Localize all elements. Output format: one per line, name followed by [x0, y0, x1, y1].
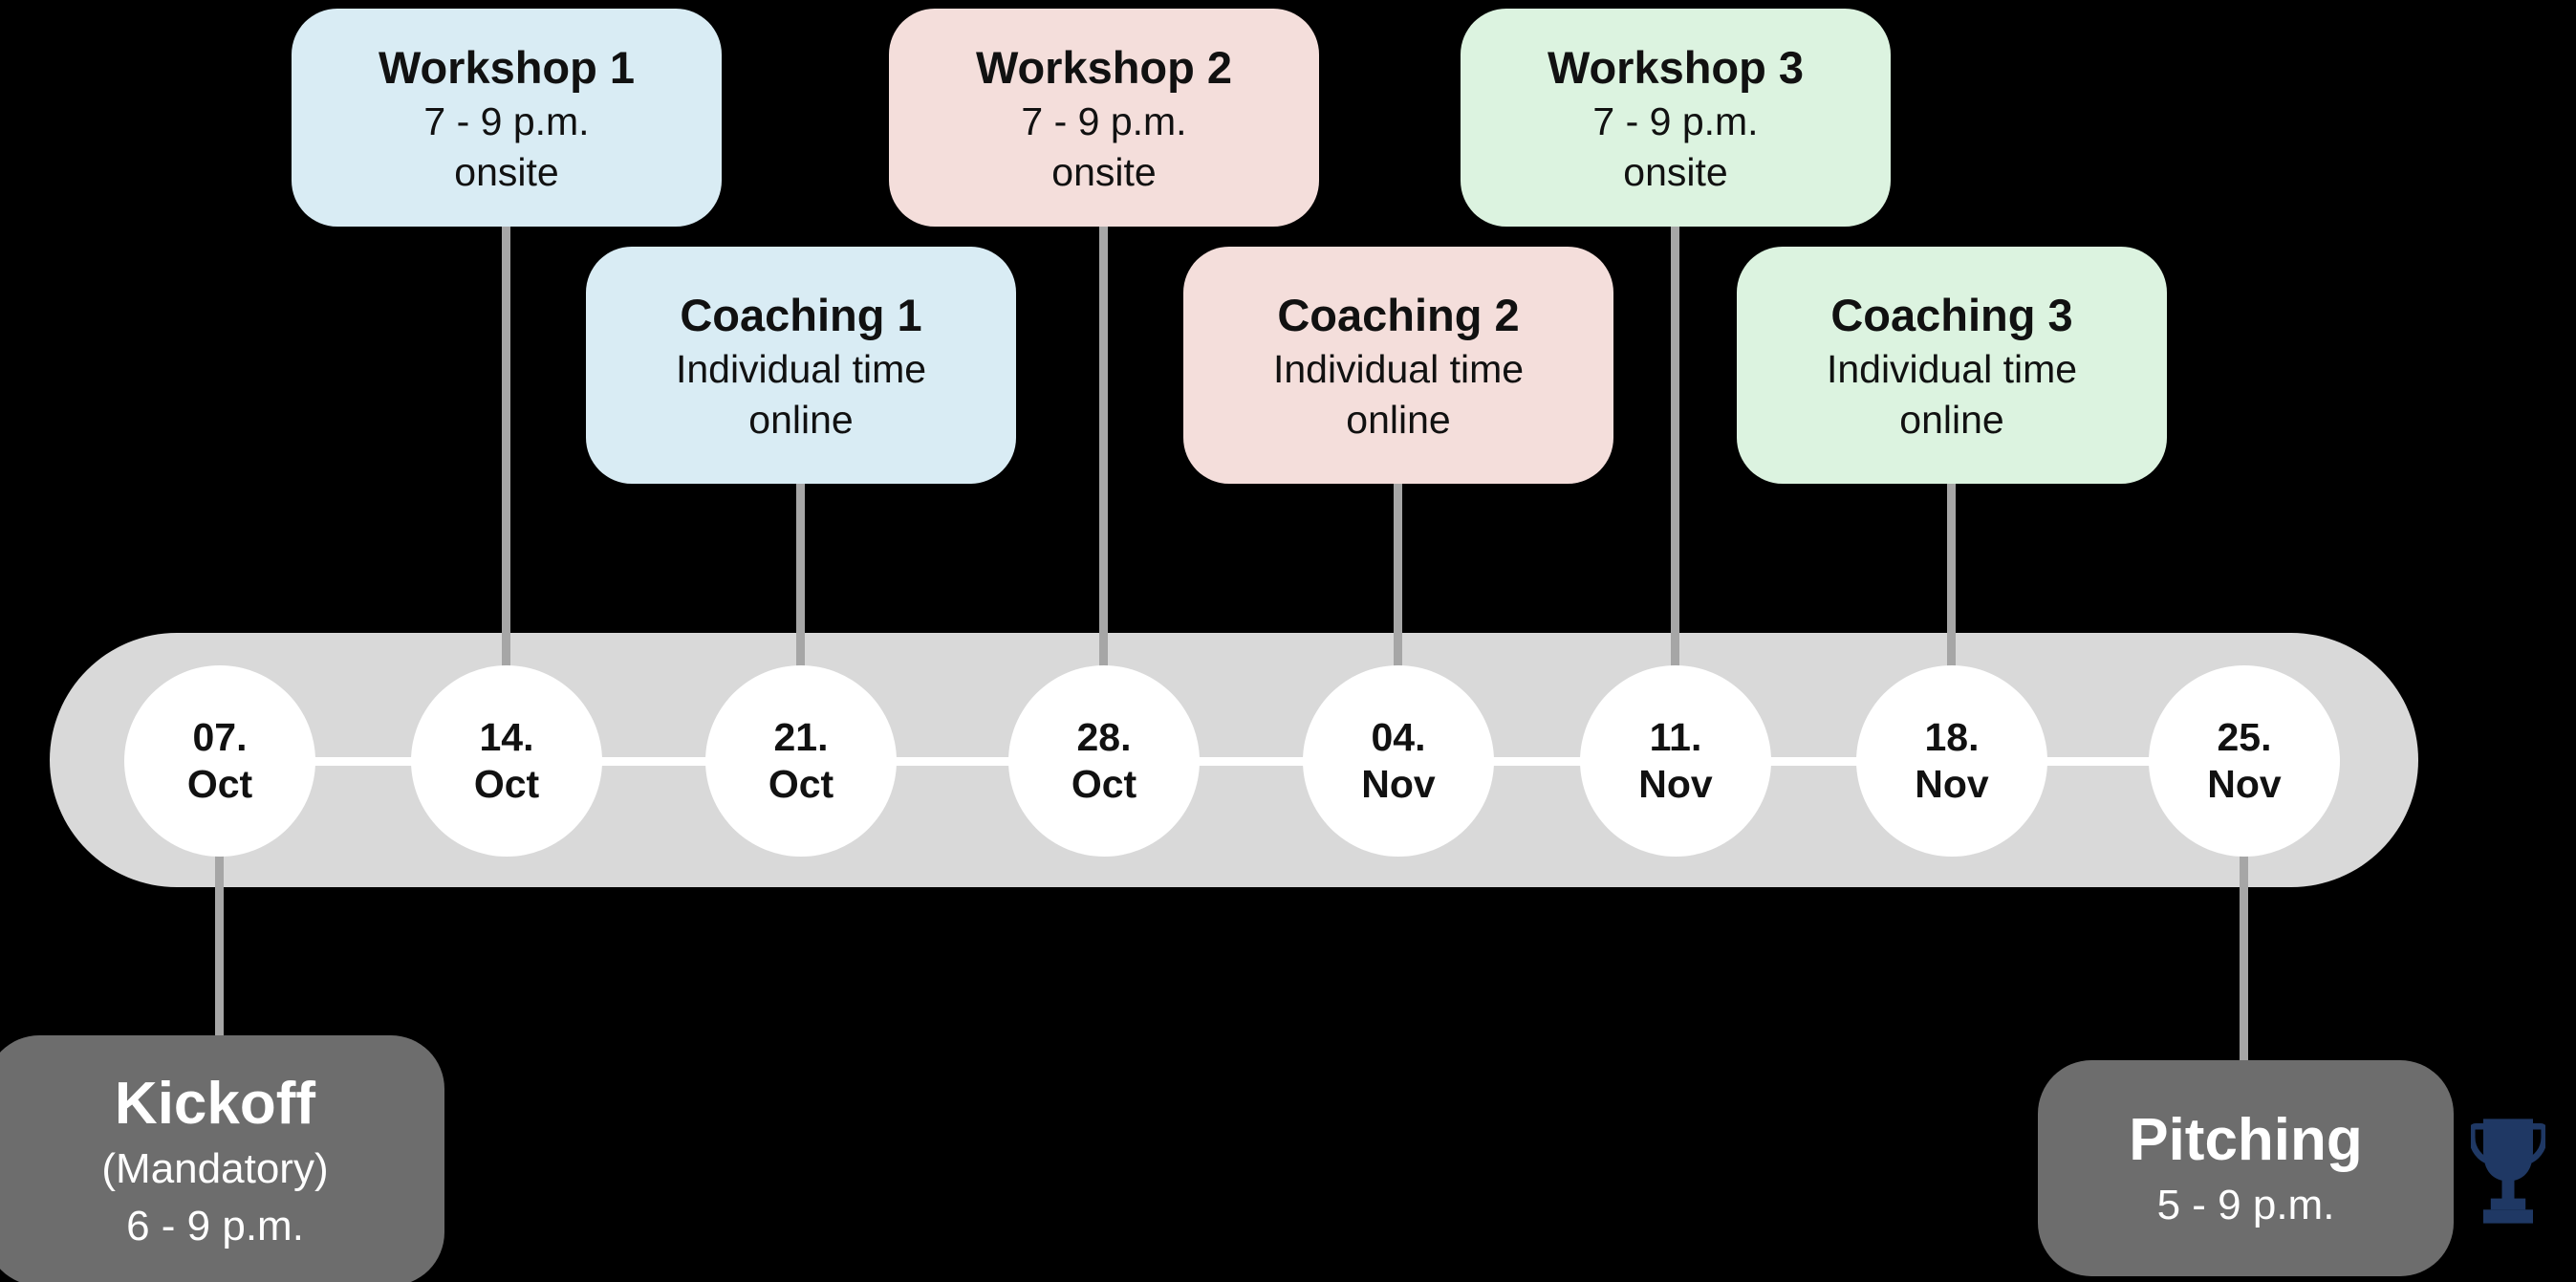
node-day: 04. [1371, 714, 1426, 759]
node-month: Nov [1638, 762, 1713, 806]
trophy-icon [2471, 1109, 2545, 1233]
timeline-inner-line [220, 757, 2244, 766]
node-month: Nov [2207, 762, 2282, 806]
coaching-1-title: Coaching 1 [680, 289, 922, 340]
node-day: 21. [773, 714, 829, 759]
connector-coaching-1 [796, 478, 805, 669]
pitching-box: Pitching 5 - 9 p.m. [2038, 1060, 2454, 1276]
node-day: 14. [479, 714, 534, 759]
connector-coaching-2 [1394, 478, 1402, 669]
timeline-node-07-oct: 07. Oct [124, 665, 315, 857]
workshop-1-box: Workshop 1 7 - 9 p.m. onsite [292, 9, 722, 227]
workshop-3-title: Workshop 3 [1547, 41, 1805, 93]
timeline-node-14-oct: 14. Oct [411, 665, 602, 857]
kickoff-note: (Mandatory) [101, 1145, 329, 1193]
coaching-3-detail: Individual time [1826, 347, 2078, 392]
pitching-time: 5 - 9 p.m. [2156, 1182, 2335, 1229]
coaching-2-title: Coaching 2 [1277, 289, 1520, 340]
coaching-3-box: Coaching 3 Individual time online [1737, 247, 2167, 484]
node-day: 28. [1076, 714, 1132, 759]
coaching-1-detail: Individual time [675, 347, 927, 392]
node-month: Oct [186, 762, 253, 806]
connector-kickoff [215, 851, 224, 1042]
workshop-1-title: Workshop 1 [378, 41, 636, 93]
connector-coaching-3 [1947, 478, 1956, 669]
workshop-1-time: 7 - 9 p.m. [423, 99, 590, 144]
node-month: Nov [1915, 762, 1989, 806]
coaching-1-mode: online [748, 397, 854, 442]
node-day: 25. [2217, 714, 2272, 759]
connector-pitching [2240, 851, 2248, 1066]
workshop-3-box: Workshop 3 7 - 9 p.m. onsite [1461, 9, 1891, 227]
kickoff-box: Kickoff (Mandatory) 6 - 9 p.m. [0, 1035, 444, 1282]
workshop-2-time: 7 - 9 p.m. [1021, 99, 1187, 144]
timeline-node-18-nov: 18. Nov [1856, 665, 2047, 857]
node-month: Nov [1361, 762, 1436, 806]
connector-workshop-3 [1671, 220, 1679, 669]
workshop-2-title: Workshop 2 [975, 41, 1233, 93]
connector-workshop-2 [1099, 220, 1108, 669]
coaching-2-mode: online [1346, 397, 1451, 442]
coaching-1-box: Coaching 1 Individual time online [586, 247, 1016, 484]
coaching-3-title: Coaching 3 [1830, 289, 2073, 340]
kickoff-time: 6 - 9 p.m. [126, 1202, 304, 1249]
timeline-node-25-nov: 25. Nov [2149, 665, 2340, 857]
node-month: Oct [1071, 762, 1137, 806]
workshop-2-mode: onsite [1051, 149, 1157, 194]
connector-workshop-1 [502, 220, 510, 669]
workshop-1-mode: onsite [454, 149, 559, 194]
coaching-2-box: Coaching 2 Individual time online [1183, 247, 1613, 484]
coaching-2-detail: Individual time [1272, 347, 1525, 392]
timeline-node-11-nov: 11. Nov [1580, 665, 1771, 857]
workshop-3-time: 7 - 9 p.m. [1592, 99, 1759, 144]
timeline-node-28-oct: 28. Oct [1008, 665, 1200, 857]
node-day: 11. [1649, 714, 1702, 759]
node-month: Oct [473, 762, 540, 806]
node-day: 18. [1924, 714, 1980, 759]
pitching-title: Pitching [2129, 1106, 2363, 1173]
timeline-node-04-nov: 04. Nov [1303, 665, 1494, 857]
timeline-node-21-oct: 21. Oct [705, 665, 897, 857]
workshop-3-mode: onsite [1623, 149, 1728, 194]
kickoff-title: Kickoff [114, 1070, 316, 1137]
workshop-2-box: Workshop 2 7 - 9 p.m. onsite [889, 9, 1319, 227]
coaching-3-mode: online [1899, 397, 2004, 442]
node-month: Oct [768, 762, 834, 806]
node-day: 07. [192, 714, 248, 759]
